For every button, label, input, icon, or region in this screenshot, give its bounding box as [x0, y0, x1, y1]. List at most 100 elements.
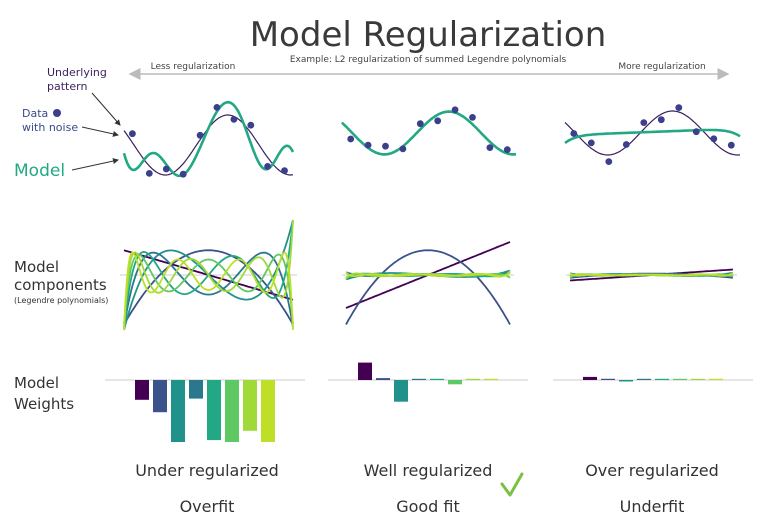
- weight-bar: [225, 380, 239, 442]
- column-fit-under: Overfit: [180, 497, 235, 516]
- legend-model: Model: [14, 161, 65, 181]
- weight-bar: [171, 380, 185, 442]
- data-point: [692, 128, 700, 136]
- data-point: [675, 104, 683, 111]
- model-pointer: [71, 158, 119, 171]
- model-curve: [341, 110, 517, 156]
- data-point: [416, 120, 424, 128]
- data-point: [570, 130, 578, 137]
- column-label-over: Over regularized: [585, 461, 719, 480]
- data-point-legend-icon: [53, 109, 61, 117]
- column-label-under: Under regularized: [135, 461, 279, 480]
- legendre-component-curve: [123, 249, 294, 325]
- data-point: [503, 146, 511, 154]
- fit-panel-over: [564, 104, 741, 166]
- model-curve: [564, 128, 741, 144]
- weight-bar: [601, 378, 615, 380]
- weight-bar: [376, 378, 390, 380]
- data-point: [129, 130, 136, 138]
- weight-bar: [261, 380, 275, 442]
- weight-bar: [673, 378, 687, 380]
- weight-bar: [243, 380, 257, 431]
- data-point: [605, 158, 613, 166]
- arrow-right-label: More regularization: [618, 62, 705, 72]
- data-pointer: [81, 126, 119, 137]
- weight-bar: [484, 378, 498, 380]
- data-point: [399, 145, 407, 153]
- data-point: [657, 116, 665, 124]
- weight-bar: [448, 380, 462, 385]
- legendre-component-curve: [569, 272, 734, 277]
- weight-bar: [466, 378, 480, 380]
- legendre-component-curve: [123, 219, 294, 331]
- data-point: [230, 116, 238, 123]
- weights-label-line1: Model: [14, 374, 59, 392]
- weights-label-line2: Weights: [14, 395, 74, 413]
- data-point: [451, 106, 459, 114]
- data-point: [162, 165, 170, 173]
- data-point: [727, 141, 735, 149]
- components-panel-under: [120, 219, 297, 331]
- model-curve: [122, 100, 295, 178]
- column-fit-well: Good fit: [396, 497, 460, 516]
- legend-data-line1: Data: [22, 107, 48, 120]
- fit-panel-under: [122, 100, 295, 178]
- data-point: [281, 167, 288, 175]
- weight-bar: [619, 380, 633, 382]
- underlying-pointer: [91, 92, 121, 126]
- weight-bar: [153, 380, 167, 413]
- legendre-component-curve: [345, 249, 511, 325]
- data-point: [587, 139, 595, 147]
- data-point: [434, 117, 442, 125]
- data-point: [213, 104, 221, 111]
- data-point: [710, 135, 718, 143]
- data-point: [247, 121, 255, 129]
- legendre-component-curve: [123, 253, 294, 325]
- components-panel-over: [566, 268, 737, 282]
- components-label-note: (Legendre polynomials): [14, 296, 108, 305]
- legendre-component-curve: [345, 271, 511, 277]
- weight-bar: [189, 380, 203, 399]
- weight-bar: [655, 378, 669, 380]
- weight-bar: [207, 380, 221, 441]
- weight-bar: [583, 376, 597, 380]
- checkmark-icon: [500, 472, 524, 497]
- legend-underlying-line1: Underlying: [47, 66, 107, 79]
- data-point: [347, 135, 355, 143]
- weight-bar: [394, 380, 408, 402]
- data-point: [640, 119, 648, 126]
- components-panel-well: [342, 241, 514, 325]
- data-point: [469, 114, 476, 121]
- weight-bar: [412, 378, 426, 380]
- data-point: [364, 141, 372, 149]
- weights-panel-over: [553, 376, 753, 382]
- data-point: [145, 170, 153, 177]
- column-fit-over: Underfit: [620, 497, 685, 516]
- weight-bar: [430, 378, 444, 380]
- data-point: [264, 163, 271, 170]
- legendre-component-curve: [123, 251, 294, 331]
- data-point: [179, 170, 187, 178]
- weight-bar: [637, 378, 651, 380]
- weights-panel-well: [328, 362, 528, 402]
- column-label-well: Well regularized: [364, 461, 493, 480]
- components-label-line2: components: [14, 276, 107, 294]
- weight-bar: [691, 378, 705, 380]
- components-label-line1: Model: [14, 258, 59, 276]
- weights-panel-under: [105, 379, 305, 442]
- legendre-component-curve: [123, 251, 294, 328]
- legend-underlying-line2: pattern: [47, 80, 87, 93]
- arrow-left-label: Less regularization: [151, 62, 236, 72]
- data-point: [196, 131, 204, 139]
- page-title: Model Regularization: [250, 15, 607, 55]
- data-point: [382, 142, 389, 150]
- data-point: [622, 141, 630, 148]
- fit-panel-well: [341, 106, 517, 156]
- subtitle: Example: L2 regularization of summed Leg…: [290, 55, 567, 65]
- weight-bar: [135, 380, 149, 400]
- data-point: [486, 144, 494, 152]
- weight-bar: [358, 362, 372, 380]
- legend-data-line2: with noise: [22, 121, 78, 134]
- weight-bar: [709, 378, 723, 380]
